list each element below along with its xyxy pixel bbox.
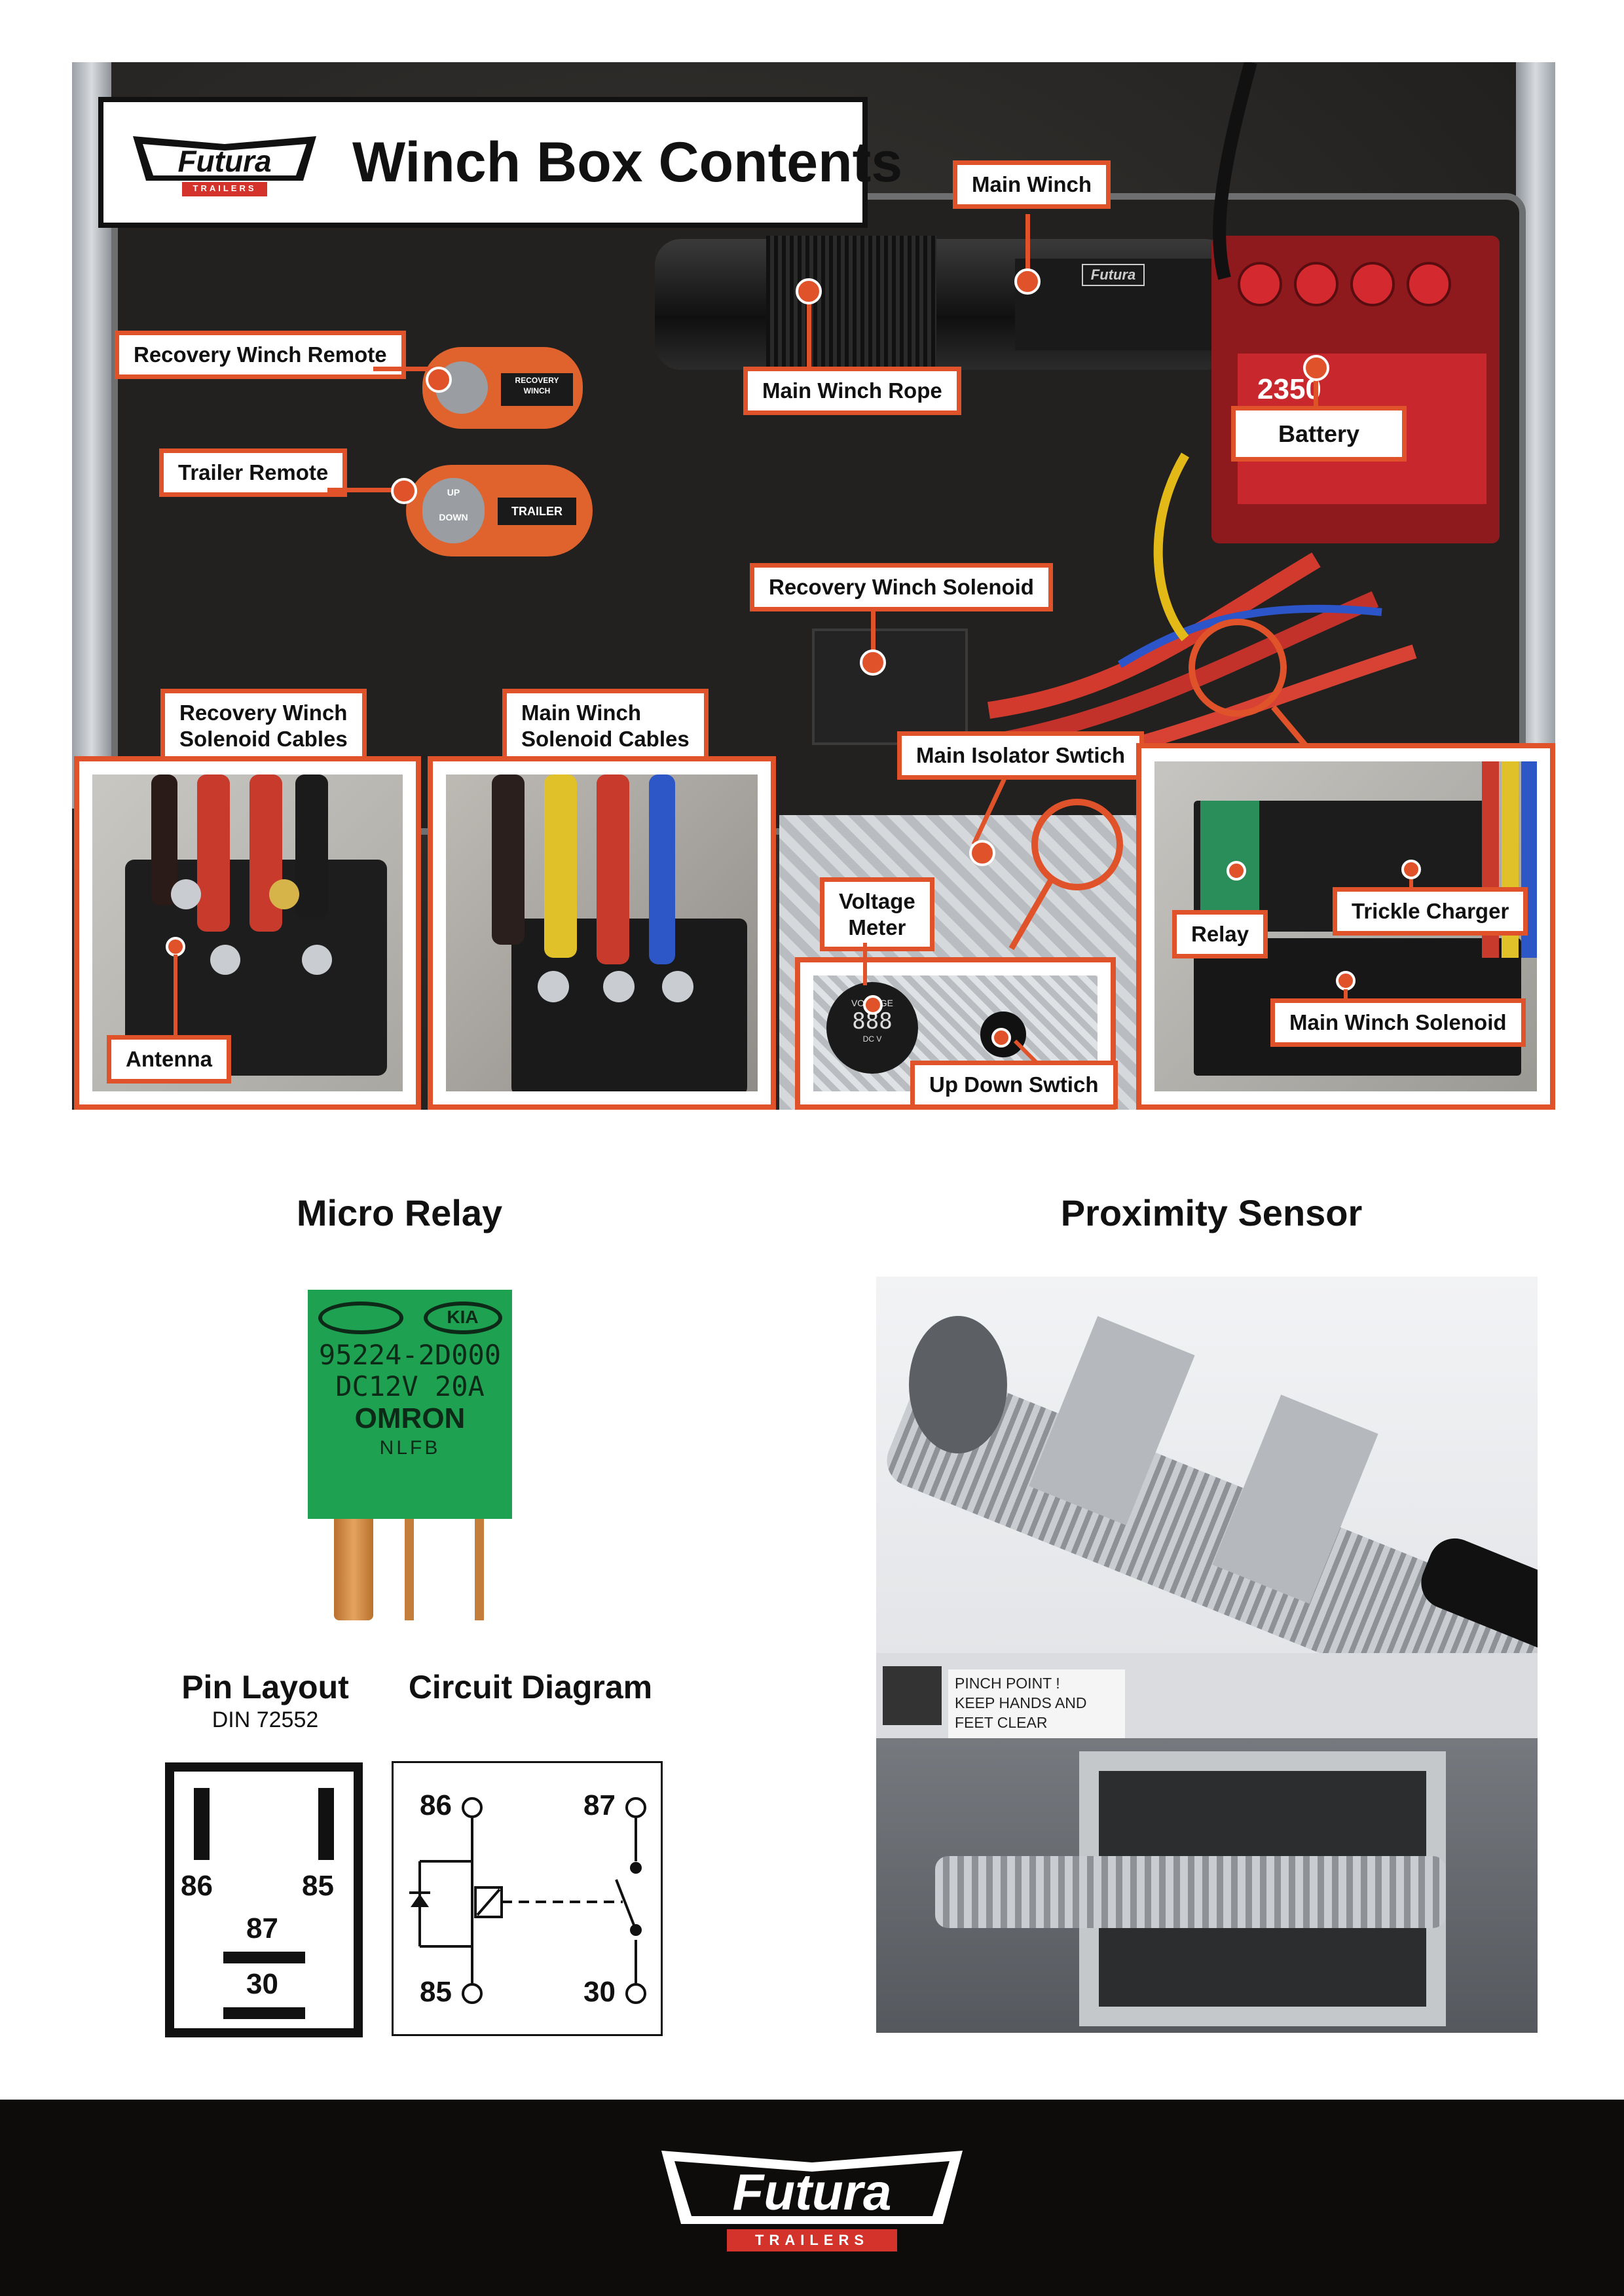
dot-main-winch [1014,268,1041,295]
relay-maker: OMRON [354,1402,466,1434]
futura-logo: Futura TRAILERS [130,130,320,198]
callout-recovery-winch-solenoid-cables: Recovery Winch Solenoid Cables [160,689,367,763]
callout-main-winch-solenoid-cables: Main Winch Solenoid Cables [502,689,709,763]
callout-main-winch: Main Winch [953,160,1111,209]
circuit-diagram-graphic [409,1797,646,2004]
header-box: Futura TRAILERS Winch Box Contents [98,97,902,228]
relay-code: NLFB [379,1437,441,1459]
inset-main-cables-photo [446,774,758,1091]
callout-main-isolator-switch: Main Isolator Swtich [897,731,1145,780]
proximity-sensor-title: Proximity Sensor [1060,1192,1363,1233]
callout-antenna: Antenna [107,1035,231,1084]
pinch-point-sign: PINCH POINT ! KEEP HANDS AND FEET CLEAR [948,1669,1125,1738]
dot-trailer-remote [391,478,417,504]
pin-30-label: 30 [246,1968,278,2000]
proximity-installed-photo: PINCH POINT ! KEEP HANDS AND FEET CLEAR [876,1653,1538,2033]
leader-rec-solenoid [871,610,876,656]
pin-86-label: 86 [181,1870,213,1902]
dot-main-solenoid [1336,971,1356,991]
dot-isolator [969,840,995,866]
kia-logo: KIA [423,1302,502,1334]
hyundai-logo-icon [318,1302,403,1334]
recovery-solenoid-box [812,629,968,745]
trailer-remote-buttons: UP DOWN [422,478,485,543]
pin-85-label: 85 [302,1870,334,1902]
logo-brand-text: Futura [177,144,272,178]
inset-main-solenoid-cables [428,756,776,1110]
relay-rating: DC12V 20A [335,1370,485,1402]
footer-logo: Futura TRAILERS [655,2139,969,2257]
logo-sub-text: TRAILERS [193,183,257,193]
footer-sub-text: TRAILERS [755,2232,869,2248]
callout-battery: Battery [1231,406,1407,462]
pin-layout-subtitle: DIN 72552 [212,1707,319,1732]
relay-pin-3 [475,1519,484,1620]
dot-antenna [166,937,185,957]
dot-voltmeter [863,995,883,1015]
relay-pin-1 [334,1519,373,1620]
leader-trailer-remote [327,488,403,492]
winch-brand-panel: Futura [1015,259,1211,350]
pinch-warning-icon [883,1666,942,1725]
footer-brand-text: Futura [732,2163,892,2221]
circuit-30-label: 30 [583,1976,616,2008]
callout-trailer-remote: Trailer Remote [159,448,348,497]
pin-layout-diagram: 86 85 87 30 [165,1762,363,2037]
remote2-text: TRAILER [498,498,576,525]
footer: Futura TRAILERS [0,2100,1624,2296]
pin-87-label: 87 [246,1912,278,1944]
dot-relay [1227,861,1246,881]
callout-trickle-charger: Trickle Charger [1333,887,1528,936]
winch-rope-drum [766,236,936,373]
circuit-85-label: 85 [420,1976,452,2008]
trailer-remote: UP DOWN TRAILER [406,465,593,556]
callout-relay: Relay [1172,910,1268,958]
dot-battery [1303,355,1329,381]
proximity-sensor-photo [876,1277,1538,1653]
callout-main-winch-rope: Main Winch Rope [743,367,961,415]
leader-rope [807,298,811,370]
circuit-86-label: 86 [420,1789,452,1821]
callout-voltage-meter: Voltage Meter [820,877,934,952]
inset-recovery-photo [92,774,403,1091]
pin-layout-title: Pin Layout [181,1669,349,1705]
leader-voltmeter [863,943,867,985]
callout-recovery-winch-solenoid: Recovery Winch Solenoid [750,563,1053,611]
dot-trickle [1401,860,1421,879]
relay-part-number: 95224-2D000 [318,1339,502,1371]
ring-updown-location [1031,799,1123,890]
callout-main-winch-solenoid: Main Winch Solenoid [1270,998,1526,1047]
sensor-bolt [935,1856,1446,1928]
circuit-87-label: 87 [583,1789,616,1821]
dot-rope [796,278,822,304]
dot-recovery-remote [426,367,452,393]
page-title: Winch Box Contents [352,131,903,194]
micro-relay-title: Micro Relay [296,1192,503,1233]
leader-recovery-remote [373,367,435,371]
dot-updown [991,1028,1011,1048]
callout-up-down-switch: Up Down Swtich [910,1061,1118,1109]
micro-relay-image: KIA 95224-2D000 DC12V 20A OMRON NLFB [308,1290,512,1519]
relay-pin-2 [405,1519,414,1620]
leader-main-winch [1025,214,1030,283]
futura-logo-graphic [133,136,316,196]
footer-logo-graphic [661,2151,963,2251]
ring-relay-location [1189,619,1287,717]
circuit-diagram: 86 87 85 30 [392,1761,663,2036]
circuit-diagram-title: Circuit Diagram [408,1669,653,1705]
callout-recovery-winch-remote: Recovery Winch Remote [115,331,406,379]
relay-brand-logos: KIA [308,1290,512,1334]
leader-antenna [174,955,177,1040]
winch-brand-text: Futura [1081,264,1145,286]
battery-caps [1238,262,1473,308]
dot-rec-solenoid [860,649,886,676]
leader-battery [1314,376,1318,409]
inset-recovery-solenoid: Antenna [74,756,421,1110]
